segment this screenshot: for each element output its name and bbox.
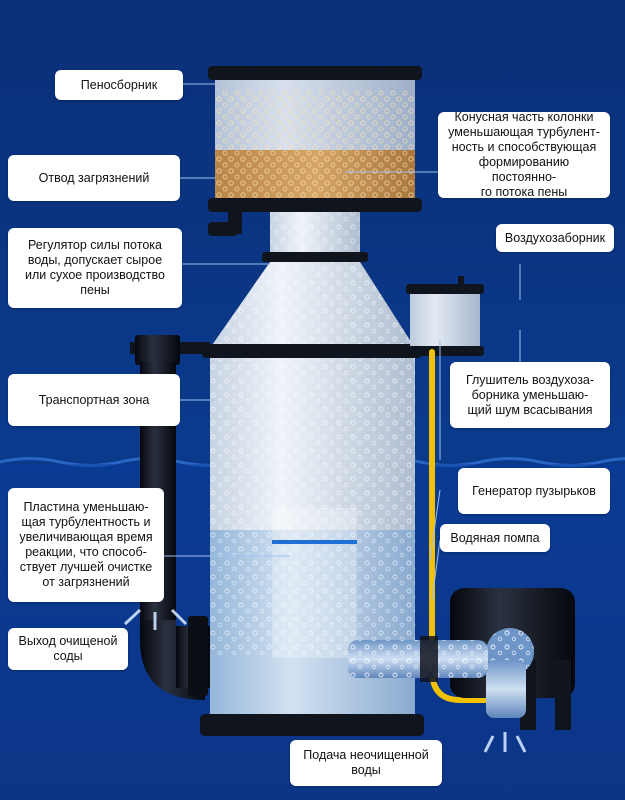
dirt-outlet-nozzle xyxy=(208,210,242,236)
leader-lines xyxy=(150,83,521,601)
cone-section xyxy=(210,262,415,348)
foam-collector-cup xyxy=(208,66,422,212)
label-water-flow-regulator: Регулятор силы потока воды, допускает сы… xyxy=(8,228,182,308)
label-clean-water-outlet: Выход очищеной соды xyxy=(8,628,128,670)
label-bubble-generator: Генератор пузырьков xyxy=(458,468,610,514)
label-cone-section: Конусная часть колонки уменьшающая турбу… xyxy=(438,110,610,199)
label-raw-water-inlet: Подача неочищенной воды xyxy=(290,740,442,786)
column-neck xyxy=(262,212,368,262)
bubble-generator-tube xyxy=(348,636,488,682)
label-dirt-outlet: Отвод загрязнений xyxy=(8,155,180,201)
label-transport-zone: Транспортная зона xyxy=(8,374,180,426)
label-air-silencer: Глушитель воздухоза- борника уменьшаю- щ… xyxy=(450,362,610,428)
outlet-flow-arrows xyxy=(123,608,188,630)
air-intake xyxy=(406,276,484,356)
label-water-pump: Водяная помпа xyxy=(440,524,550,552)
label-turbulence-plate: Пластина уменьшаю- щая турбулентность и … xyxy=(8,488,164,602)
label-air-intake: Воздухозаборник xyxy=(496,224,614,252)
inlet-flow-arrows xyxy=(483,732,527,753)
label-foam-collector: Пеносборник xyxy=(55,70,183,100)
